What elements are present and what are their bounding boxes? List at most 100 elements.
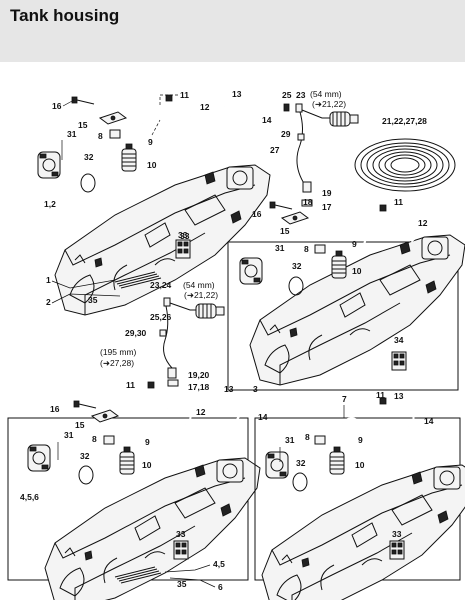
callout-18: 18 xyxy=(303,197,313,207)
hose-9-drawing xyxy=(129,420,157,445)
assembly-3 xyxy=(227,201,465,391)
callout-19: 19 xyxy=(322,188,332,198)
part-23-drawing xyxy=(295,103,303,113)
callout-32: 32 xyxy=(296,458,306,468)
callout-32: 32 xyxy=(292,261,302,271)
callout-17-18: 17,18 xyxy=(188,382,210,392)
label-33-drawing xyxy=(175,239,191,259)
callout-9: 9 xyxy=(352,239,357,249)
part-31-drawing xyxy=(27,444,51,472)
callout-12: 12 xyxy=(196,407,206,417)
callout-15: 15 xyxy=(75,420,85,430)
callout-10: 10 xyxy=(147,160,157,170)
bracket-15-drawing xyxy=(281,211,309,225)
callout-31: 31 xyxy=(67,129,77,139)
part-31-drawing xyxy=(37,151,61,179)
callout-11: 11 xyxy=(376,390,385,400)
hose-12-drawing xyxy=(187,110,215,135)
callout-1-2: 1,2 xyxy=(44,199,56,209)
callout-15: 15 xyxy=(78,120,88,130)
screw-16-drawing xyxy=(269,201,293,210)
page-title: Tank housing xyxy=(10,6,120,25)
label-34-drawing xyxy=(391,351,407,371)
callout-14: 14 xyxy=(262,115,272,125)
callout-10: 10 xyxy=(355,460,365,470)
fuel-hose-coil-drawing xyxy=(354,138,456,192)
callout-8: 8 xyxy=(92,434,97,444)
o-ring-32-drawing xyxy=(78,465,94,485)
callout-3: 3 xyxy=(253,384,258,394)
fuel-cap-drawing xyxy=(195,303,225,319)
screw-16-drawing xyxy=(73,400,97,409)
callout-13: 13 xyxy=(232,89,242,99)
screw-16-drawing xyxy=(71,96,95,105)
bracket-15-drawing xyxy=(91,409,119,423)
fuel-filter-drawing xyxy=(121,143,137,172)
callout-8: 8 xyxy=(98,131,103,141)
callout-11: 11 xyxy=(180,90,189,100)
callout-8: 8 xyxy=(304,244,309,254)
callout-29-30: 29,30 xyxy=(125,328,147,338)
part-11-drawing xyxy=(379,397,387,405)
frame-3 xyxy=(227,241,459,391)
callout-10: 10 xyxy=(352,266,362,276)
callout-21-22-27-28: 21,22,27,28 xyxy=(382,116,427,126)
callout-15: 15 xyxy=(280,226,290,236)
part-8-drawing xyxy=(109,129,121,139)
callout-4-5: 4,5 xyxy=(213,559,225,569)
tank-housing-drawing xyxy=(44,457,261,600)
callout-31: 31 xyxy=(275,243,285,253)
callout-14: 14 xyxy=(258,412,268,422)
callout-11: 11 xyxy=(394,197,403,207)
part-11-drawing xyxy=(379,204,387,212)
callout-35: 35 xyxy=(177,579,187,589)
part-8-drawing xyxy=(103,435,115,445)
callout-25: 25 xyxy=(282,90,292,100)
callout-34: 34 xyxy=(394,335,404,345)
dimension-195mm: (195 mm) xyxy=(100,347,137,357)
callout-17: 17 xyxy=(322,202,332,212)
callout-16: 16 xyxy=(52,101,62,111)
callout-13: 13 xyxy=(224,384,234,394)
part-31-drawing xyxy=(265,451,289,479)
fuel-line-assembly xyxy=(283,103,359,207)
callout-6: 6 xyxy=(218,582,223,592)
dimension-54mm: (54 mm) xyxy=(310,89,342,99)
callout-4-5-6: 4,5,6 xyxy=(20,492,39,502)
callout-1: 1 xyxy=(46,275,51,285)
callout-12: 12 xyxy=(418,218,428,228)
callout-31: 31 xyxy=(285,435,295,445)
reference-21-22: (➜21,22) xyxy=(184,290,218,300)
assembly-1-2 xyxy=(37,94,271,316)
o-ring-32-drawing xyxy=(292,472,308,492)
callout-25-26: 25,26 xyxy=(150,312,172,322)
reference-21-22: (➜21,22) xyxy=(312,99,346,109)
label-33-drawing xyxy=(389,540,405,560)
part-8-drawing xyxy=(314,244,326,254)
reference-27-28: (➜27,28) xyxy=(100,358,134,368)
part-25-drawing xyxy=(283,103,290,112)
part-29-drawing xyxy=(297,133,305,141)
callout-7: 7 xyxy=(342,394,347,404)
tank-housing-drawing xyxy=(249,234,465,386)
hose-13-drawing xyxy=(221,100,249,125)
fuel-cap-drawing xyxy=(329,111,359,127)
callout-33: 33 xyxy=(178,230,188,240)
hose-12-drawing xyxy=(164,402,192,427)
callout-11: 11 xyxy=(126,380,135,390)
part-11-drawing xyxy=(147,381,155,389)
callout-27: 27 xyxy=(270,145,280,155)
callout-14: 14 xyxy=(424,416,434,426)
callout-32: 32 xyxy=(80,451,90,461)
callout-23-24: 23,24 xyxy=(150,280,172,290)
tank-housing-drawing xyxy=(54,164,271,316)
callout-33: 33 xyxy=(176,529,186,539)
part-11-drawing xyxy=(165,94,173,102)
callout-8: 8 xyxy=(305,432,310,442)
part-17-drawing xyxy=(301,199,313,207)
callout-19-20: 19,20 xyxy=(188,370,210,380)
callout-29: 29 xyxy=(281,129,291,139)
callout-9: 9 xyxy=(145,437,150,447)
bracket-15-drawing xyxy=(99,111,127,125)
callout-16: 16 xyxy=(252,209,262,219)
